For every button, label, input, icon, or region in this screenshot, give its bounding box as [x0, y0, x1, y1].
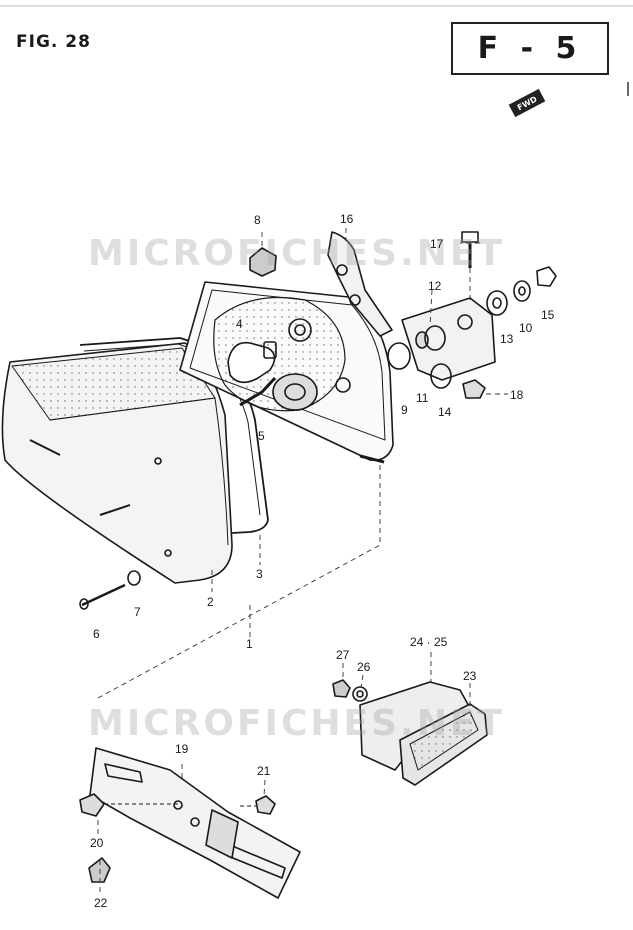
nut-27	[332, 679, 351, 698]
callout-24-25: 24 · 25	[410, 635, 448, 649]
callout-7: 7	[134, 605, 141, 619]
nut-15	[536, 266, 557, 287]
callout-1: 1	[246, 637, 253, 651]
callout-8: 8	[254, 213, 261, 227]
lens-screw	[79, 583, 126, 610]
tail-lamp-housing	[179, 281, 394, 464]
washer-26	[352, 686, 368, 702]
cushion	[424, 325, 446, 351]
part-22	[88, 857, 111, 883]
callout-18: 18	[510, 388, 524, 402]
callout-14: 14	[438, 405, 452, 419]
callout-16: 16	[340, 212, 354, 226]
figure-label: FIG. 28	[16, 32, 91, 52]
callout-17: 17	[430, 237, 444, 251]
callout-9: 9	[401, 403, 408, 417]
washer-14	[430, 363, 452, 389]
callout-23: 23	[463, 669, 477, 683]
washer-7	[127, 570, 141, 586]
washer-9	[387, 342, 411, 370]
callout-21: 21	[257, 764, 271, 778]
watermark-top: MICROFICHES.NET	[88, 233, 505, 274]
callout-19: 19	[175, 742, 189, 756]
nut-18	[462, 379, 486, 399]
callout-10: 10	[519, 321, 533, 335]
bolt-20	[79, 793, 180, 817]
bulb	[227, 341, 277, 384]
grommet-8	[249, 247, 277, 277]
callout-12: 12	[428, 279, 442, 293]
callout-20: 20	[90, 836, 104, 850]
callout-4: 4	[236, 317, 243, 331]
bolt-17	[461, 231, 479, 268]
nut-21	[255, 795, 276, 815]
washer-13	[486, 290, 508, 316]
washer-10	[513, 280, 531, 302]
callout-26: 26	[357, 660, 371, 674]
callout-13: 13	[500, 332, 514, 346]
leader-lines	[97, 228, 508, 892]
callout-3: 3	[256, 567, 263, 581]
callout-6: 6	[93, 627, 100, 641]
tail-lamp-lens	[1, 342, 233, 584]
callout-11: 11	[416, 391, 429, 405]
callout-5: 5	[258, 429, 265, 443]
callout-27: 27	[336, 648, 350, 662]
callout-2: 2	[207, 595, 214, 609]
callout-15: 15	[541, 308, 555, 322]
section-code-box: F - 5	[451, 22, 609, 75]
watermark-bottom: MICROFICHES.NET	[88, 703, 505, 744]
callout-22: 22	[94, 896, 108, 910]
bracket-16	[327, 231, 393, 337]
